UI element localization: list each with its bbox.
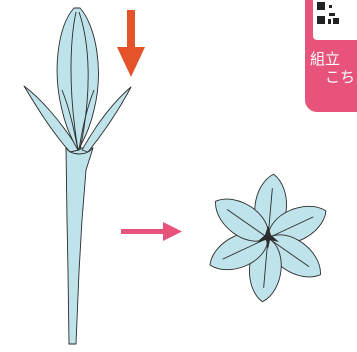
- qr-code-icon: [317, 2, 339, 24]
- flower-stem: [65, 147, 94, 345]
- badge-text-line1: 組立: [310, 50, 341, 68]
- arrow-down-icon: [117, 10, 145, 77]
- leaf-right: [81, 86, 132, 153]
- open-flower: [209, 173, 327, 303]
- qr-code[interactable]: [313, 0, 357, 40]
- arrow-right-icon: [121, 222, 182, 241]
- badge-text-line2: こち: [325, 68, 356, 86]
- leaf-left: [23, 85, 80, 153]
- assembly-badge[interactable]: 組立 こち: [305, 0, 357, 112]
- flower-center: [257, 226, 279, 249]
- closed-flower-bud: [23, 7, 132, 345]
